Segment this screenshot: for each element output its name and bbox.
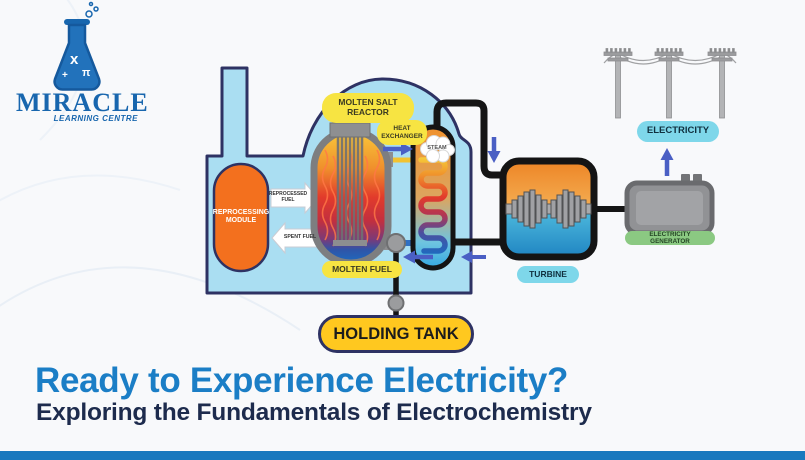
power-lines <box>603 48 737 119</box>
logo-name: MIRACLE <box>16 88 149 117</box>
holding-tank-label: HOLDING TANK <box>318 315 474 353</box>
reprocessed-fuel-label: REPROCESSED FUEL <box>268 191 308 203</box>
turbine-blades <box>511 189 587 229</box>
svg-text:π: π <box>82 67 91 79</box>
turbine-label: TURBINE <box>517 266 579 283</box>
turbine-unit <box>499 157 598 261</box>
steam-label: STEAM <box>427 145 447 152</box>
drain-valve <box>387 294 405 312</box>
footer-bar <box>0 451 805 460</box>
electricity-generator-unit <box>624 174 715 236</box>
flow-arrows <box>383 137 674 264</box>
molten-salt-reactor-label: MOLTEN SALT REACTOR <box>322 93 414 123</box>
arrow-steam-down <box>487 137 501 163</box>
steam-cloud <box>420 135 455 163</box>
electricity-generator-label: ELECTRICITY GENERATOR <box>625 231 715 245</box>
bottom-grate <box>333 240 367 246</box>
molten-fuel-label: MOLTEN FUEL <box>322 261 402 278</box>
arrow-return-left-outer <box>461 251 486 263</box>
arrow-generator-up <box>660 148 674 176</box>
arrow-return-left-inner <box>403 250 433 264</box>
heat-waves <box>321 149 381 247</box>
pump-valves <box>386 233 406 312</box>
arrow-reactor-to-hx <box>383 142 413 156</box>
utility-poles <box>603 48 737 119</box>
primary-pump <box>386 233 406 253</box>
spent-fuel-arrow <box>271 221 319 255</box>
heat-exchanger-coil <box>418 157 448 254</box>
heat-exchanger-label: HEAT EXCHANGER <box>377 120 427 145</box>
steam-pipe <box>433 99 507 179</box>
spent-fuel-label: SPENT FUEL <box>283 234 317 241</box>
reprocessing-module-label: REPROCESSING MODULE <box>212 208 270 224</box>
control-rods <box>336 137 364 244</box>
headline-title: Ready to Experience Electricity? <box>35 361 569 400</box>
reprocessing-module <box>212 162 270 273</box>
svg-text:+: + <box>62 70 68 81</box>
svg-text:x: x <box>70 51 79 68</box>
electricity-label: ELECTRICITY <box>637 121 719 142</box>
headline-subtitle: Exploring the Fundamentals of Electroche… <box>36 399 592 426</box>
logo-tagline: LEARNING CENTRE <box>53 114 138 123</box>
flask-logo-icon: x π + <box>53 1 101 91</box>
